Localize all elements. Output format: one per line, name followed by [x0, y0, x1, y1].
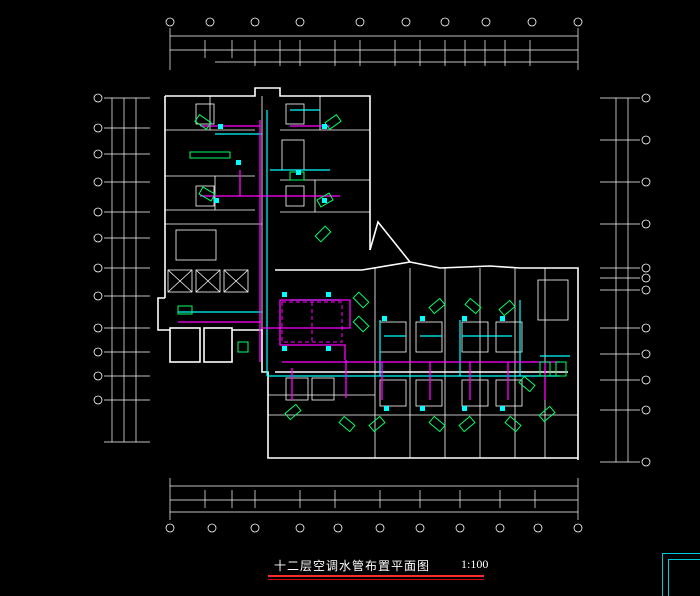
branch-pipes-dashed [281, 301, 343, 343]
valve-markers [214, 124, 505, 411]
bottom-axis-bubbles [165, 523, 583, 533]
top-axis-bubbles [165, 17, 583, 27]
fan-coil-units [177, 114, 567, 433]
title-block-inner-frame [668, 559, 700, 596]
return-water-pipes [178, 109, 570, 377]
top-dimension-lines [169, 28, 579, 70]
drawing-title: 十二层空调水管布置平面图 [274, 559, 431, 573]
bottom-dimension-lines [169, 478, 579, 520]
supply-water-pipes [178, 120, 560, 400]
right-dimension-lines [600, 97, 640, 463]
left-dimension-lines [104, 97, 150, 443]
title-underline [268, 575, 484, 577]
title-underline-secondary [268, 579, 484, 580]
title-block-frame [662, 553, 700, 596]
left-axis-bubbles [93, 93, 103, 405]
interior-walls [165, 96, 578, 458]
right-axis-bubbles [641, 93, 651, 467]
drawing-scale: 1:100 [461, 557, 489, 571]
